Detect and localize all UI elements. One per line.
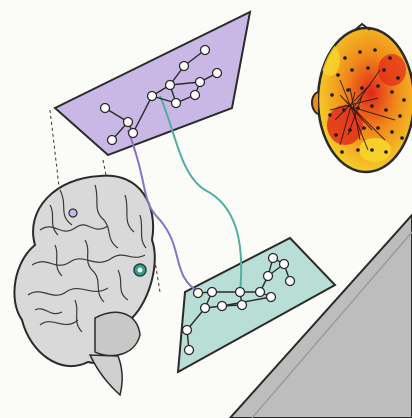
scalp-electrode — [388, 56, 392, 60]
upper-network-node — [129, 129, 138, 138]
scalp-electrode — [400, 136, 404, 140]
scalp-electrode — [398, 114, 402, 118]
scalp-electrode — [376, 84, 380, 88]
lower-network-node — [236, 288, 245, 297]
scalp-electrode — [356, 148, 360, 152]
eeg-scalp-map — [312, 24, 412, 172]
lower-network-node — [280, 260, 289, 269]
lower-network-node — [267, 293, 276, 302]
scalp-electrode — [376, 126, 380, 130]
scalp-electrode — [396, 76, 400, 80]
upper-network-node — [148, 92, 157, 101]
scalp-electrode — [342, 108, 346, 112]
upper-network-node — [191, 91, 200, 100]
scalp-electrode — [370, 148, 374, 152]
scalp-electrode — [382, 68, 386, 72]
scalp-electrode — [373, 48, 377, 52]
scalp-electrode — [358, 50, 362, 54]
lower-network-node — [264, 272, 273, 281]
scalp-electrode — [362, 126, 366, 130]
upper-network-node — [172, 99, 181, 108]
lower-network-node — [256, 288, 265, 297]
scalp-electrode — [343, 56, 347, 60]
upper-network-node — [213, 69, 222, 78]
scalp-ear — [312, 92, 318, 114]
scalp-electrode — [334, 133, 338, 137]
upper-network-node — [108, 136, 117, 145]
scalp-electrode — [348, 128, 352, 132]
brain — [14, 176, 154, 395]
lower-network-node — [238, 301, 247, 310]
scalp-electrode — [330, 93, 334, 97]
lower-network-node — [185, 346, 194, 355]
lower-network-node — [286, 277, 295, 286]
scalp-electrode — [356, 106, 360, 110]
lower-network-node — [183, 326, 192, 335]
lower-network-node — [269, 254, 278, 263]
upper-network-node — [166, 81, 175, 90]
scalp-electrode — [370, 104, 374, 108]
scalp-electrode — [328, 113, 332, 117]
upper-network-node — [124, 118, 133, 127]
lower-network-node — [194, 289, 203, 298]
brain-source-node — [69, 209, 77, 217]
scalp-electrode — [384, 150, 388, 154]
upper-network-node — [101, 104, 110, 113]
upper-plane — [55, 12, 250, 155]
upper-network-node — [201, 46, 210, 55]
scalp-electrode — [346, 88, 350, 92]
scalp-electrode — [390, 90, 394, 94]
scalp-electrode — [360, 86, 364, 90]
scalp-electrode — [340, 150, 344, 154]
scalp-electrode — [336, 73, 340, 77]
lower-network-node — [208, 288, 217, 297]
upper-network-node — [180, 62, 189, 71]
lower-network-node — [201, 304, 210, 313]
scalp-electrode — [402, 98, 406, 102]
scalp-electrode — [350, 68, 354, 72]
scalp-electrode — [384, 108, 388, 112]
upper-network-node — [196, 78, 205, 87]
scalp-electrode — [366, 66, 370, 70]
lower-network-node — [218, 302, 227, 311]
scalp-electrode — [390, 130, 394, 134]
